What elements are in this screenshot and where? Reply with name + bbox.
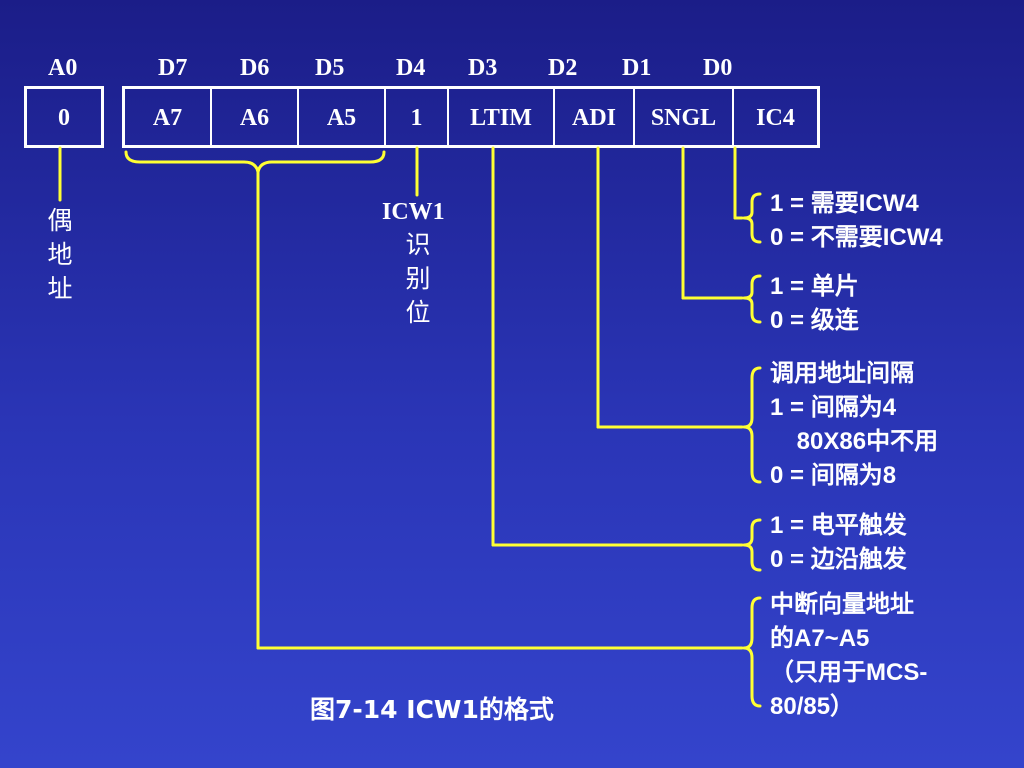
cell-d4: 1 [386,89,449,147]
icw1-register-box: A7 A6 A5 1 LTIM ADI SNGL IC4 [122,86,820,148]
cell-d1: SNGL [635,89,734,147]
cell-d5: A5 [299,89,386,147]
figure-caption: 图7-14 ICW1的格式 [310,695,554,724]
cell-d0: IC4 [756,104,795,131]
note-a7a5: 中断向量地址 的A7~A5 （只用于MCS- 80/85） [770,588,927,724]
icw1-id-title: ICW1 [382,199,445,225]
bit-label-d3: D3 [468,55,498,81]
cell-d3: LTIM [449,89,555,147]
note-adi-line-3: 80X86中不用 [770,428,939,455]
bit-label-a0: A0 [48,55,78,81]
note-ltim-line-2: 0 = 边沿触发 [770,546,907,573]
icw1-id-label: 识 别 位 [405,230,431,327]
bit-label-d1: D1 [622,55,652,81]
note-ltim-line-1: 1 = 电平触发 [770,512,907,539]
note-sngl-line-2: 0 = 级连 [770,307,859,334]
note-adi-line-1: 调用地址间隔 [770,360,914,387]
bit-label-d0: D0 [703,55,733,81]
cell-d6: A6 [212,89,299,147]
bit-label-d6: D6 [240,55,270,81]
note-ic4-line-1: 1 = 需要ICW4 [770,190,919,217]
note-adi-line-2: 1 = 间隔为4 [770,394,897,421]
even-address-label: 偶 地 址 [47,206,73,303]
note-a7a5-line-3: （只用于MCS- [770,659,928,686]
note-sngl: 1 = 单片 0 = 级连 [770,270,859,338]
note-a7a5-line-2: 的A7~A5 [770,625,870,652]
bit-label-d2: D2 [548,55,578,81]
note-a7a5-line-1: 中断向量地址 [770,591,914,618]
cell-d2: ADI [555,89,635,147]
bit-label-d5: D5 [315,55,345,81]
a0-cell: 0 [58,104,70,131]
note-a7a5-line-4: 80/85） [770,693,855,720]
note-ic4-line-2: 0 = 不需要ICW4 [770,224,943,251]
bit-label-d4: D4 [396,55,426,81]
note-adi: 调用地址间隔 1 = 间隔为4 80X86中不用 0 = 间隔为8 [770,357,938,493]
note-ltim: 1 = 电平触发 0 = 边沿触发 [770,509,907,577]
note-sngl-line-1: 1 = 单片 [770,273,859,300]
cell-d7: A7 [125,89,212,147]
a0-register-box: 0 [24,86,104,148]
note-ic4: 1 = 需要ICW4 0 = 不需要ICW4 [770,187,943,255]
note-adi-line-4: 0 = 间隔为8 [770,462,897,489]
bit-label-d7: D7 [158,55,188,81]
